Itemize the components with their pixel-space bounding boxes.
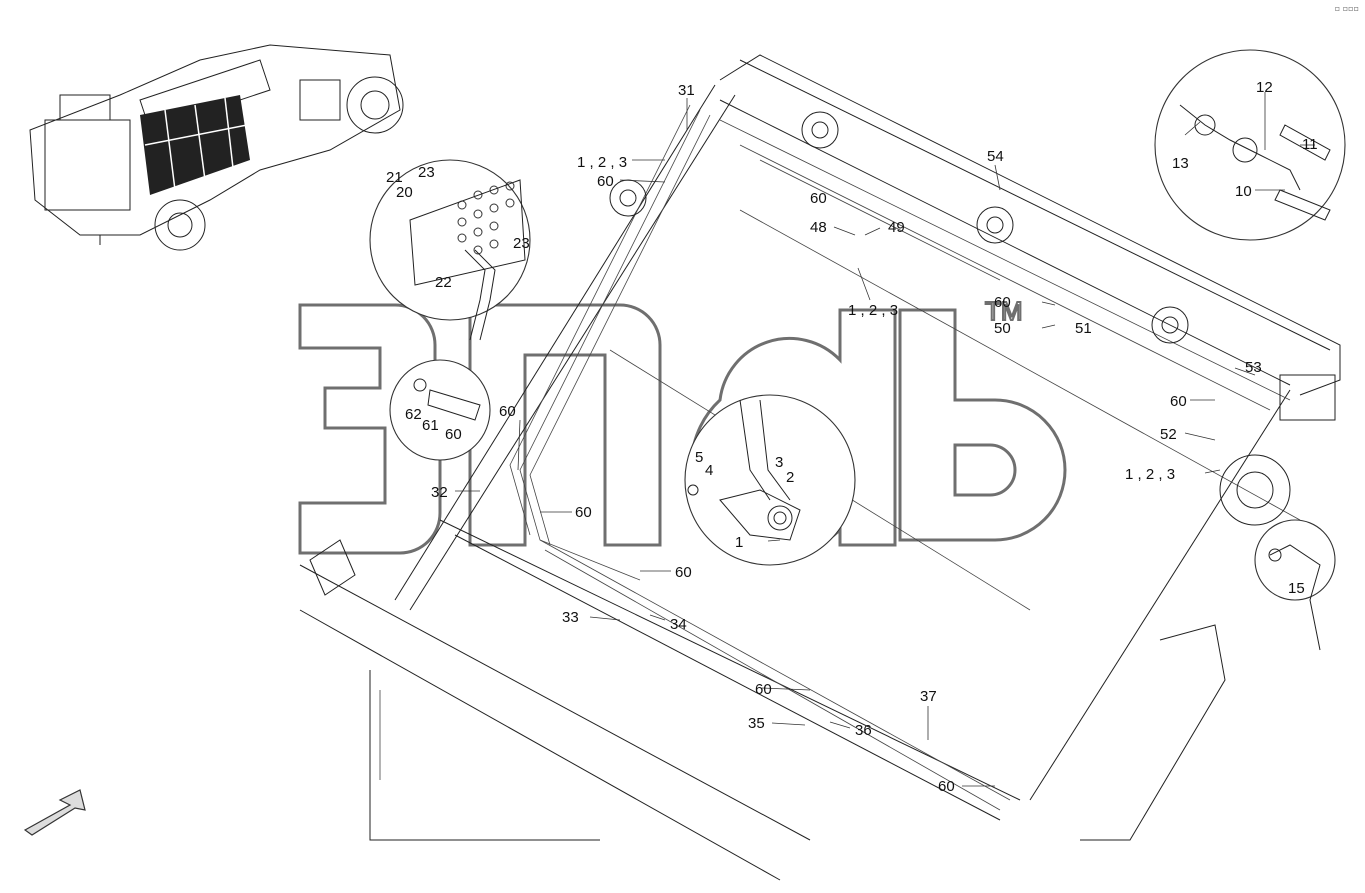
callout-23: 23: [513, 235, 530, 252]
callout-11: 11: [1302, 136, 1318, 153]
callout-33: 33: [562, 609, 579, 626]
callout-15: 15: [1288, 580, 1305, 597]
detail-circle-right-hose: [1254, 519, 1336, 651]
callout-60: 60: [810, 190, 827, 207]
callout-10: 10: [1235, 183, 1252, 200]
callout-60: 60: [575, 504, 592, 521]
detail-circle-bracket: [389, 359, 491, 461]
callout-60: 60: [938, 778, 955, 795]
callout-3: 3: [775, 454, 783, 471]
watermark-tm: TM: [985, 296, 1023, 326]
callout-20: 20: [396, 184, 413, 201]
callout-34: 34: [670, 616, 687, 633]
callout-1-2-3: 1 , 2 , 3: [577, 154, 627, 171]
callout-51: 51: [1075, 320, 1092, 337]
callout-60: 60: [675, 564, 692, 581]
callout-labels: 31 1 , 2 , 3 60 54 12 11 13 10 23 21 20 …: [386, 79, 1318, 795]
callout-22: 22: [435, 274, 452, 291]
callout-13: 13: [1172, 155, 1189, 172]
callout-36: 36: [855, 722, 872, 739]
callout-60: 60: [499, 403, 516, 420]
callout-1-2-3: 1 , 2 , 3: [848, 302, 898, 319]
callout-1-2-3: 1 , 2 , 3: [1125, 466, 1175, 483]
callout-49: 49: [888, 219, 905, 236]
callout-60: 60: [1170, 393, 1187, 410]
machine-thumbnail: [29, 44, 404, 251]
callout-31: 31: [678, 82, 695, 99]
callout-2: 2: [786, 469, 794, 486]
callout-32: 32: [431, 484, 448, 501]
leader-lines: [455, 92, 1315, 787]
corner-mark: ▫ ▫▫▫: [1334, 4, 1359, 13]
callout-60: 60: [994, 294, 1011, 311]
callout-48: 48: [810, 219, 827, 236]
direction-arrow-icon: [23, 789, 86, 836]
callout-52: 52: [1160, 426, 1177, 443]
callout-61: 61: [422, 417, 439, 434]
callout-50: 50: [994, 320, 1011, 337]
callout-35: 35: [748, 715, 765, 732]
callout-12: 12: [1256, 79, 1273, 96]
detail-circle-connector: [369, 159, 531, 341]
detail-circle-top-right: [1154, 49, 1346, 241]
detail-circle-center-fitting: [684, 394, 856, 566]
callout-54: 54: [987, 148, 1004, 165]
callout-21: 21: [386, 169, 403, 186]
callout-4: 4: [705, 462, 713, 479]
callout-53: 53: [1245, 359, 1262, 376]
main-frame: [23, 54, 1341, 881]
callout-60: 60: [445, 426, 462, 443]
callout-60: 60: [755, 681, 772, 698]
callout-37: 37: [920, 688, 937, 705]
callout-62: 62: [405, 406, 422, 423]
callout-60: 60: [597, 173, 614, 190]
callout-5: 5: [695, 449, 703, 466]
callout-1: 1: [735, 534, 743, 551]
callout-23: 23: [418, 164, 435, 181]
